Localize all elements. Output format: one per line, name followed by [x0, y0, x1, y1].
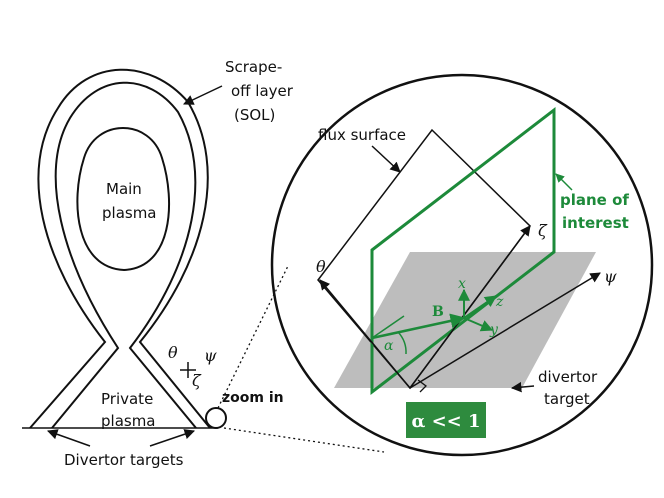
- sol-arrow: [183, 85, 223, 105]
- tokamak-cross-section: [22, 68, 218, 429]
- local-y-label: y: [489, 322, 499, 338]
- theta-axis: [319, 279, 411, 389]
- alpha-arc: [397, 331, 407, 355]
- private-plasma-label-line2: plasma: [101, 412, 156, 430]
- separatrix: [51, 81, 197, 429]
- flux-surface-label: flux surface: [318, 126, 406, 144]
- divertor-target-label-line2: target: [544, 390, 590, 408]
- main-plasma-boundary: [76, 127, 171, 272]
- divertor-target-arrow: [510, 381, 535, 393]
- psi-small-label: ψ: [204, 346, 217, 365]
- b-field-extension: [371, 315, 405, 339]
- local-y-axis: [463, 317, 494, 332]
- main-plasma-label-line2: plasma: [102, 204, 157, 222]
- sol-label-line3: (SOL): [234, 106, 275, 124]
- zoom-in-label: zoom in: [222, 390, 284, 406]
- divertor-target-arrow-left: [47, 429, 91, 447]
- right-angle-mark: [417, 379, 427, 393]
- plane-of-interest-arrow: [555, 173, 573, 191]
- zoom-line-top: [217, 265, 289, 409]
- plane-of-interest-label-line2: interest: [562, 214, 629, 232]
- flux-surface-arrow: [371, 145, 401, 173]
- local-x-label: x: [458, 276, 466, 292]
- private-plasma-label-line1: Private: [101, 390, 153, 408]
- alpha-badge-text: α << 1: [411, 411, 480, 432]
- local-z-label: z: [495, 294, 504, 310]
- local-z-axis: [463, 295, 497, 319]
- main-plasma-label-line1: Main: [106, 180, 142, 198]
- alpha-label: α: [384, 338, 394, 354]
- zeta-axis: [409, 225, 531, 389]
- zoom-circle: [205, 407, 227, 429]
- sol-label-line1: Scrape-: [225, 58, 282, 76]
- plane-of-interest-label-line1: plane of: [560, 191, 629, 209]
- zoom-view-circle: [270, 73, 654, 457]
- plane-of-interest: [370, 106, 556, 396]
- divertor-target-label-line1: divertor: [538, 368, 598, 386]
- local-coordinate-cross: [180, 362, 196, 378]
- divertor-targets-label: Divertor targets: [64, 451, 184, 469]
- theta-label: θ: [316, 257, 326, 276]
- sol-label-line2: off layer: [231, 82, 294, 100]
- b-field-label: B: [432, 304, 444, 320]
- sol-outer-boundary: [29, 68, 211, 429]
- zeta-small-label: ζ: [192, 371, 202, 390]
- alpha-badge: [406, 402, 486, 438]
- zoom-line-bottom: [223, 427, 385, 453]
- b-field-vector: [371, 313, 466, 340]
- divertor-target-arrow-right: [149, 429, 195, 447]
- psi-axis: [409, 272, 601, 389]
- theta-small-label: θ: [168, 343, 178, 362]
- zeta-label: ζ: [538, 221, 548, 240]
- psi-label: ψ: [604, 267, 617, 286]
